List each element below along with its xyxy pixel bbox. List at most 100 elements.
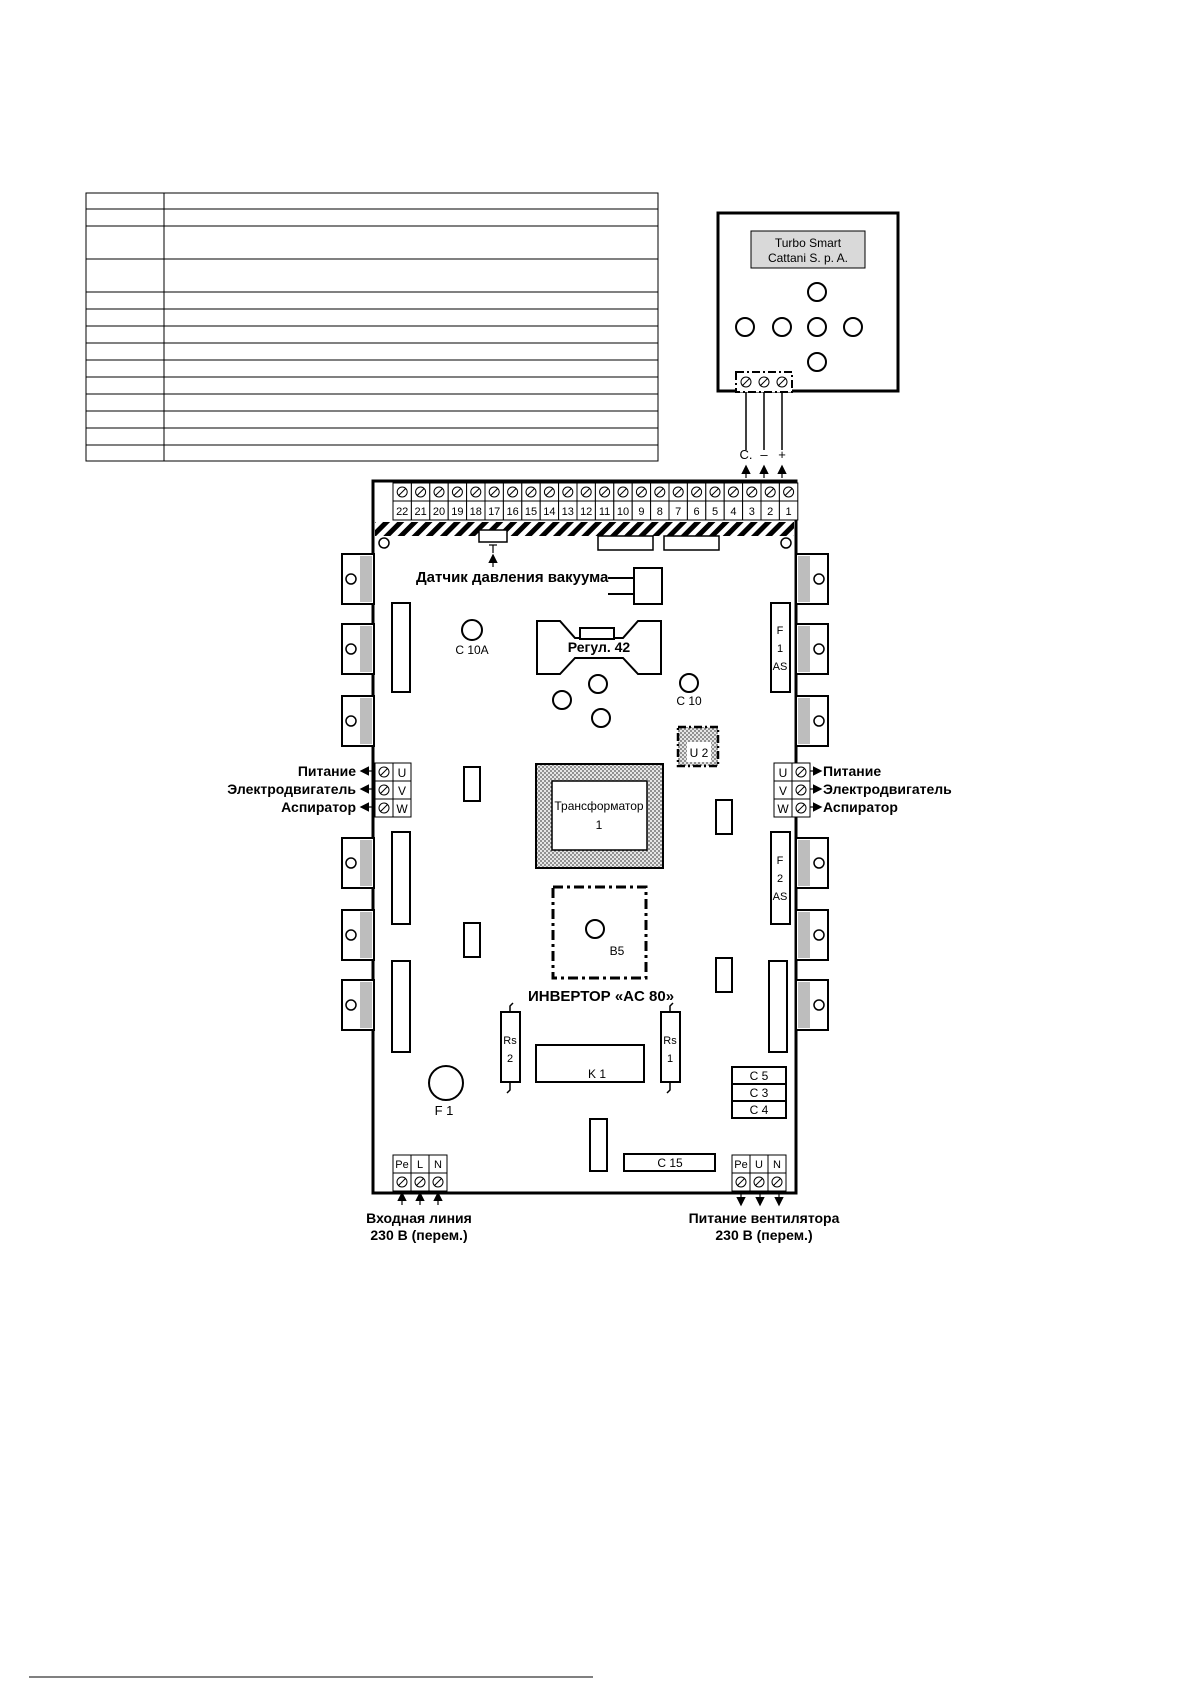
fuse-f2-as (770, 831, 791, 925)
panel-line-2: Cattani S. p. A. (768, 251, 848, 265)
panel-button (807, 317, 827, 337)
left-uvw-terminals: UVW (374, 762, 412, 818)
uvw-label: U (398, 766, 407, 780)
small-block-4 (715, 957, 733, 993)
uvw-label: W (777, 802, 789, 816)
uvw-label: W (396, 802, 408, 816)
relay-k1 (535, 1044, 645, 1083)
bottom-terminal-label: Pe (734, 1159, 747, 1171)
svg-text:Rs: Rs (503, 1035, 517, 1047)
svg-text:C 5: C 5 (750, 1069, 769, 1083)
c10a-label: C 10A (455, 643, 488, 657)
right-uvw-terminals: UVW (773, 762, 811, 818)
svg-text:1: 1 (777, 643, 783, 655)
svg-text:U 2: U 2 (690, 746, 709, 760)
top-terminal-number: 1 (786, 506, 792, 518)
panel-button (807, 352, 827, 372)
svg-text:Rs: Rs (663, 1035, 677, 1047)
small-block-5 (589, 1118, 608, 1172)
top-terminal-number: 17 (488, 506, 500, 518)
svg-text:2: 2 (777, 873, 783, 885)
bottom-terminal-label: N (773, 1159, 781, 1171)
bottom-terminal-label: U (755, 1159, 763, 1171)
top-terminal-number: 6 (694, 506, 700, 518)
top-terminal-number: 16 (506, 506, 518, 518)
svg-text:Аспиратор: Аспиратор (281, 799, 356, 815)
fan-power-label: Питание вентилятора (689, 1210, 840, 1226)
svg-text:F: F (777, 625, 784, 637)
fuse-f1 (428, 1065, 464, 1101)
svg-text:Электродвигатель: Электродвигатель (227, 781, 356, 797)
svg-text:1: 1 (667, 1053, 673, 1065)
svg-text:AS: AS (773, 891, 788, 903)
uvw-label: V (779, 784, 787, 798)
capacitor-c10a (461, 619, 483, 641)
bottom-terminal-label: N (434, 1159, 442, 1171)
top-terminal-number: 21 (414, 506, 426, 518)
control-panel: Turbo Smart Cattani S. p. A. C. – + (716, 211, 900, 478)
bottom-terminal-label: Pe (395, 1159, 408, 1171)
left-side-labels: Питание Электродвигатель Аспиратор (227, 763, 372, 815)
small-block-3 (715, 799, 733, 835)
top-terminal-number: 20 (433, 506, 445, 518)
uvw-label: V (398, 784, 406, 798)
small-block-2 (463, 922, 481, 958)
right-heatsinks (795, 553, 829, 1031)
svg-text:F 1: F 1 (435, 1103, 454, 1118)
panel-terminal-c: C. (740, 447, 753, 462)
bottom-terminal-label: L (417, 1159, 423, 1171)
svg-text:Аспиратор: Аспиратор (823, 799, 898, 815)
svg-text:AS: AS (773, 661, 788, 673)
regulator-42: Регул. 42 (536, 620, 662, 675)
board-title: ИНВЕРТОР «AC 80» (528, 988, 674, 1005)
panel-line-1: Turbo Smart (775, 236, 842, 250)
svg-text:Регул. 42: Регул. 42 (568, 639, 631, 655)
top-terminal-number: 5 (712, 506, 718, 518)
top-terminal-number: 2 (767, 506, 773, 518)
top-terminal-number: 11 (599, 506, 610, 518)
top-terminal-number: 15 (525, 506, 537, 518)
vacuum-sensor-label: Датчик давления вакуума (416, 569, 609, 586)
connector-right-3 (768, 960, 788, 1053)
svg-text:F: F (777, 855, 784, 867)
input-line-voltage: 230 В (перем.) (370, 1227, 467, 1243)
capacitor-stack (731, 1066, 787, 1119)
svg-text:Трансформатор: Трансформатор (554, 799, 644, 813)
capacitor-c15 (623, 1153, 716, 1172)
top-terminal-number: 13 (562, 506, 574, 518)
panel-button (772, 317, 792, 337)
svg-text:B5: B5 (610, 944, 625, 958)
svg-text:K 1: K 1 (588, 1067, 606, 1081)
capacitor-c10 (679, 673, 699, 693)
connector-left-2 (391, 831, 411, 925)
panel-button (735, 317, 755, 337)
left-heatsinks (341, 553, 375, 1031)
input-line-label: Входная линия (366, 1210, 472, 1226)
resistor-rs1: Rs 1 (660, 1002, 681, 1094)
blank-table (85, 192, 659, 462)
panel-button (807, 282, 827, 302)
resistor-rs2: Rs 2 (500, 1002, 521, 1094)
top-terminal-number: 18 (470, 506, 482, 518)
vacuum-sensor (608, 567, 663, 605)
transformer-1: Трансформатор 1 (535, 763, 664, 869)
svg-text:C 4: C 4 (750, 1103, 769, 1117)
top-terminal-number: 10 (617, 506, 629, 518)
top-terminal-number: 8 (657, 506, 663, 518)
top-terminal-number: 14 (543, 506, 555, 518)
svg-text:Питание: Питание (298, 763, 356, 779)
fan-power-voltage: 230 В (перем.) (715, 1227, 812, 1243)
fuse-f1-as (770, 602, 791, 693)
top-terminal-number: 7 (675, 506, 681, 518)
svg-text:Питание: Питание (823, 763, 881, 779)
top-terminal-number: 12 (580, 506, 592, 518)
svg-text:C 15: C 15 (657, 1156, 683, 1170)
small-block-1 (463, 766, 481, 802)
c10-label: C 10 (676, 694, 702, 708)
uvw-label: U (779, 766, 788, 780)
hatched-band (375, 522, 794, 536)
connector-left-3 (391, 960, 411, 1053)
